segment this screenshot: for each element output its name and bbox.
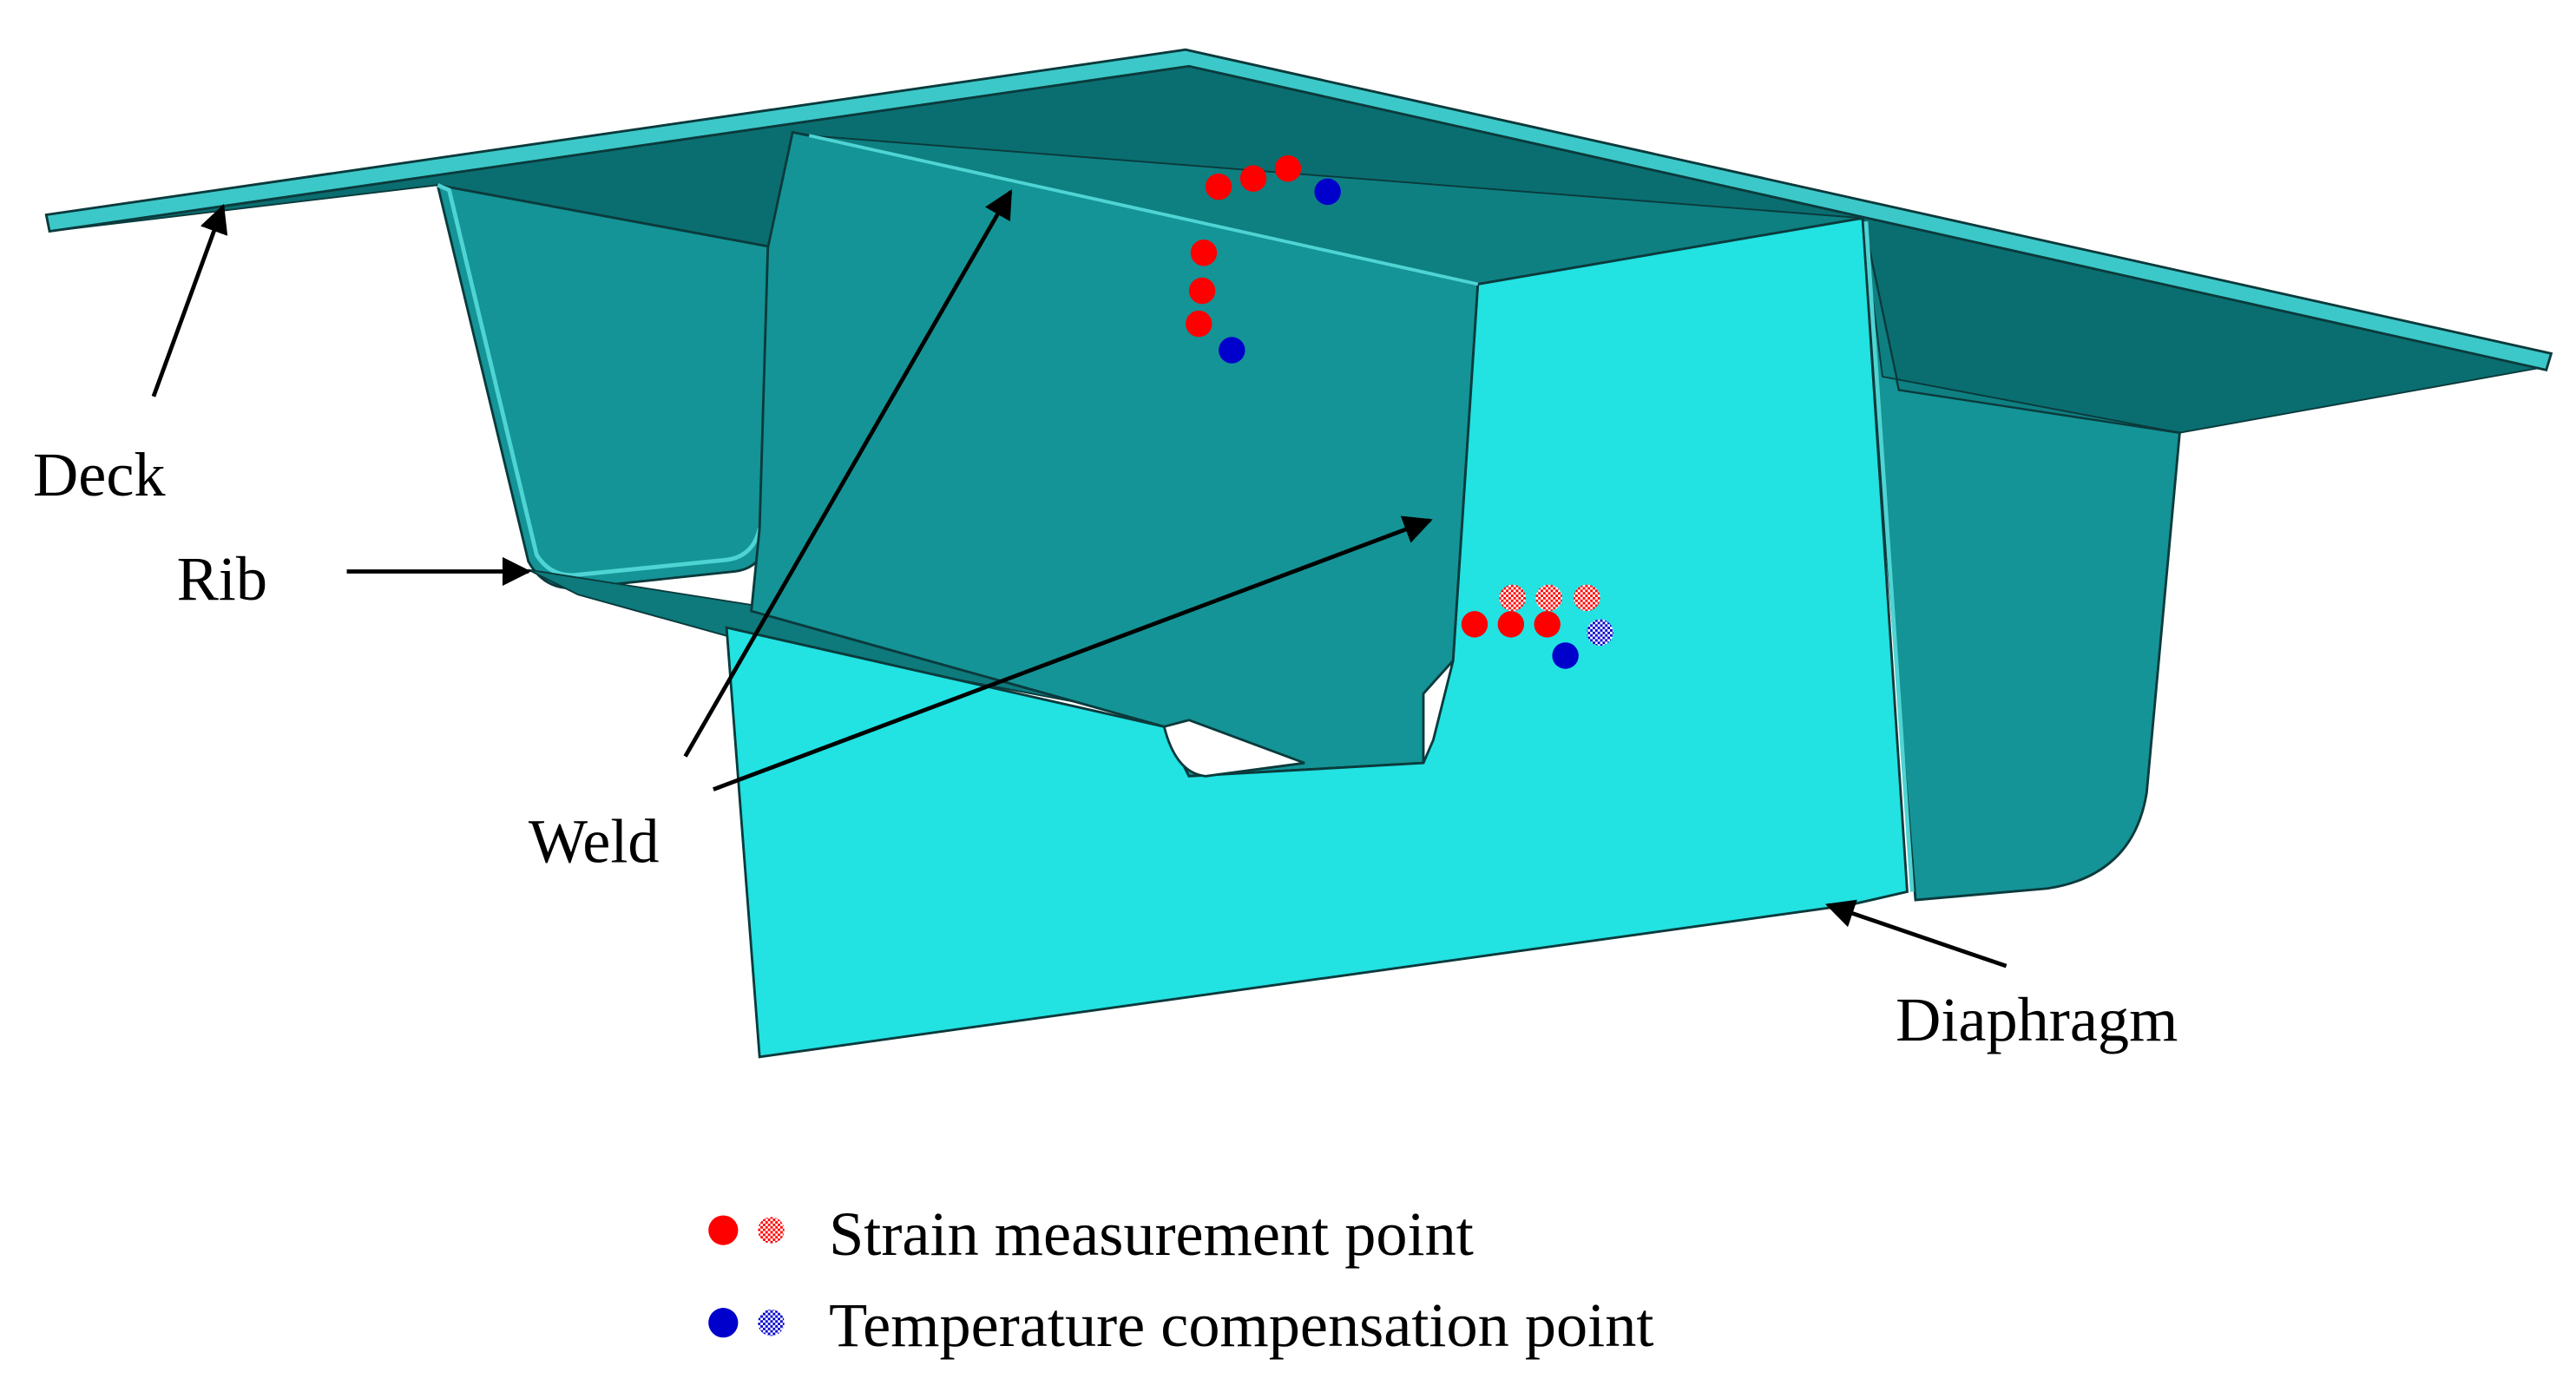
diaphragm-gauge-group xyxy=(1461,584,1613,669)
diaphragm-plate xyxy=(725,216,1909,1059)
deck-plate xyxy=(44,48,2553,372)
legend-temperature-hatched-marker xyxy=(758,1309,785,1336)
strain-point xyxy=(1274,155,1302,182)
deck-label: Deck xyxy=(33,440,166,509)
diaphragm-cutout xyxy=(1162,719,1305,778)
legend-strain-label: Strain measurement point xyxy=(829,1199,1474,1269)
strain-point xyxy=(1497,611,1525,638)
strain-point-back xyxy=(1499,584,1526,612)
legend: Strain measurement point Temperature com… xyxy=(708,1199,1653,1360)
temperature-point xyxy=(1219,337,1245,364)
legend-strain-solid-marker xyxy=(708,1215,739,1245)
temperature-point xyxy=(1314,178,1341,206)
legend-temperature-solid-marker xyxy=(708,1308,739,1338)
strain-point-back xyxy=(1574,584,1600,612)
legend-strain-hatched-marker xyxy=(758,1217,785,1244)
strain-point xyxy=(1205,173,1232,200)
top-gauge-group xyxy=(1186,155,1341,364)
strain-point xyxy=(1239,165,1267,192)
strain-point xyxy=(1461,611,1488,638)
diaphragm-label: Diaphragm xyxy=(1896,985,2178,1054)
rib-label: Rib xyxy=(177,544,267,614)
diaphragm-arrow xyxy=(1824,899,2008,969)
strain-point-back xyxy=(1535,584,1562,612)
weld-arrow-upper xyxy=(683,188,1013,758)
strain-point xyxy=(1188,277,1216,305)
strain-point xyxy=(1190,240,1218,266)
temperature-point-back xyxy=(1587,619,1613,647)
strain-point xyxy=(1186,310,1212,338)
legend-temperature-label: Temperature compensation point xyxy=(829,1290,1653,1360)
right-rib-inner xyxy=(1862,218,2180,434)
deck-arrow xyxy=(151,203,228,397)
right-rib-edge-weld xyxy=(1863,220,1915,892)
strain-point xyxy=(1534,611,1561,638)
temperature-point xyxy=(1552,642,1579,669)
deck-rib-weld-line xyxy=(808,134,1479,286)
weld-arrow-lower xyxy=(713,515,1433,791)
left-rib-lip xyxy=(437,183,762,578)
right-rib xyxy=(1861,218,2181,902)
weld-label: Weld xyxy=(529,806,660,876)
